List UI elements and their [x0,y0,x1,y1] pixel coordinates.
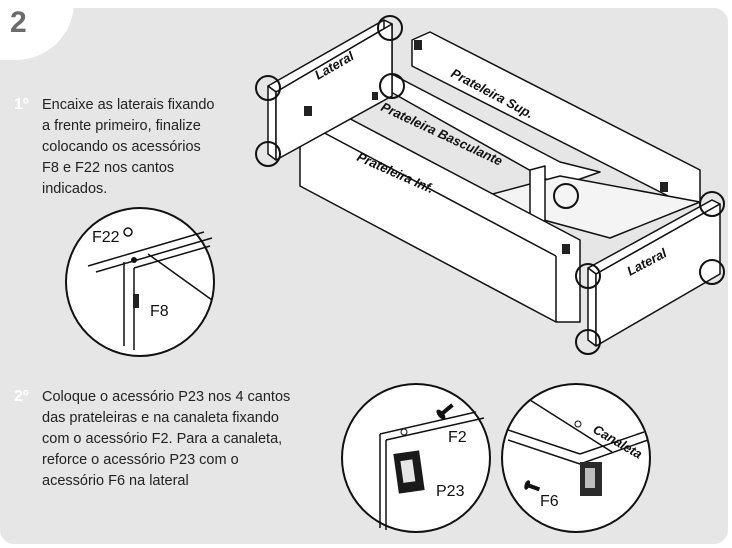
detail-edge [385,417,485,441]
label-f6: F6 [540,493,559,510]
callout-circle [377,15,403,41]
f6-screw-icon [524,480,541,492]
callout-circle [699,191,725,217]
lateral-right-panel [595,203,721,347]
detail-canaleta-f6: Canaleta F6 [501,383,651,533]
lateral-left-panel [275,23,393,161]
callout-circle [379,73,405,99]
screw-hole [574,420,582,428]
prateleira-inf-edge [299,119,557,257]
detail-edge [507,439,581,465]
p23-connector [393,450,425,494]
instruction-1-line: F8 e F22 nos cantos [42,160,175,176]
callout-circle [699,259,725,285]
detail-f2-p23: F2 P23 [341,383,491,533]
detail-edge [379,411,477,435]
detail-edge [147,253,213,301]
detail-edge [95,237,213,273]
lateral-right-front-edge [587,267,597,347]
callout-circle [255,75,281,101]
callout-circle [553,183,579,209]
connector-block [304,106,312,116]
f22-screw-icon [123,227,133,237]
instruction-2-number: 2º [14,388,29,405]
instruction-1-number: 1º [14,96,29,113]
f2-screw-icon [436,403,454,420]
label-f2: F2 [448,429,467,446]
f8-connector [133,294,139,308]
instruction-1-text: Encaixe as laterais fixando a frente pri… [42,95,215,200]
instruction-2-line: das prateleiras e na canaleta fixando [42,410,279,426]
label-f8: F8 [150,303,169,320]
instruction-2-line: reforce o acessório P23 com o [42,452,239,468]
instruction-1-line: a frente primeiro, finalize [42,118,201,134]
callout-circle [575,263,601,289]
label-f22: F22 [92,229,120,246]
canaleta-slot [585,468,595,488]
connector-block [562,244,570,254]
connector-block [414,40,422,50]
p23-slot [400,459,416,483]
connector-block [660,182,668,192]
detail-edge [87,231,205,267]
instruction-2-line: acessório F6 na lateral [42,473,189,489]
detail-edge [507,429,581,455]
detail-edge [529,399,613,453]
detail-edge [579,431,645,455]
instruction-1-line: indicados. [42,181,108,197]
callout-circle [255,141,281,167]
instruction-2-line: com o acessório F2. Para a canaleta, [42,431,283,447]
instruction-2-text: Coloque o acessório P23 nos 4 cantos das… [42,387,290,492]
canaleta-connector [580,462,602,496]
detail-edge [579,439,649,465]
step-number: 2 [10,6,27,39]
instruction-1-line: Encaixe as laterais fixando [42,97,215,113]
screw-hole [400,428,408,436]
screw-hole [131,257,137,263]
instruction-1-line: colocando os acessórios [42,139,201,155]
detail-circle [501,383,651,533]
detail-circle [65,207,215,357]
detail-f22-f8: F22 F8 [65,207,215,357]
instruction-2-line: Coloque o acessório P23 nos 4 cantos [42,389,291,405]
detail-edge [133,245,211,269]
callout-circle [575,329,601,355]
connector-block [372,92,378,100]
label-p23: P23 [436,483,465,500]
